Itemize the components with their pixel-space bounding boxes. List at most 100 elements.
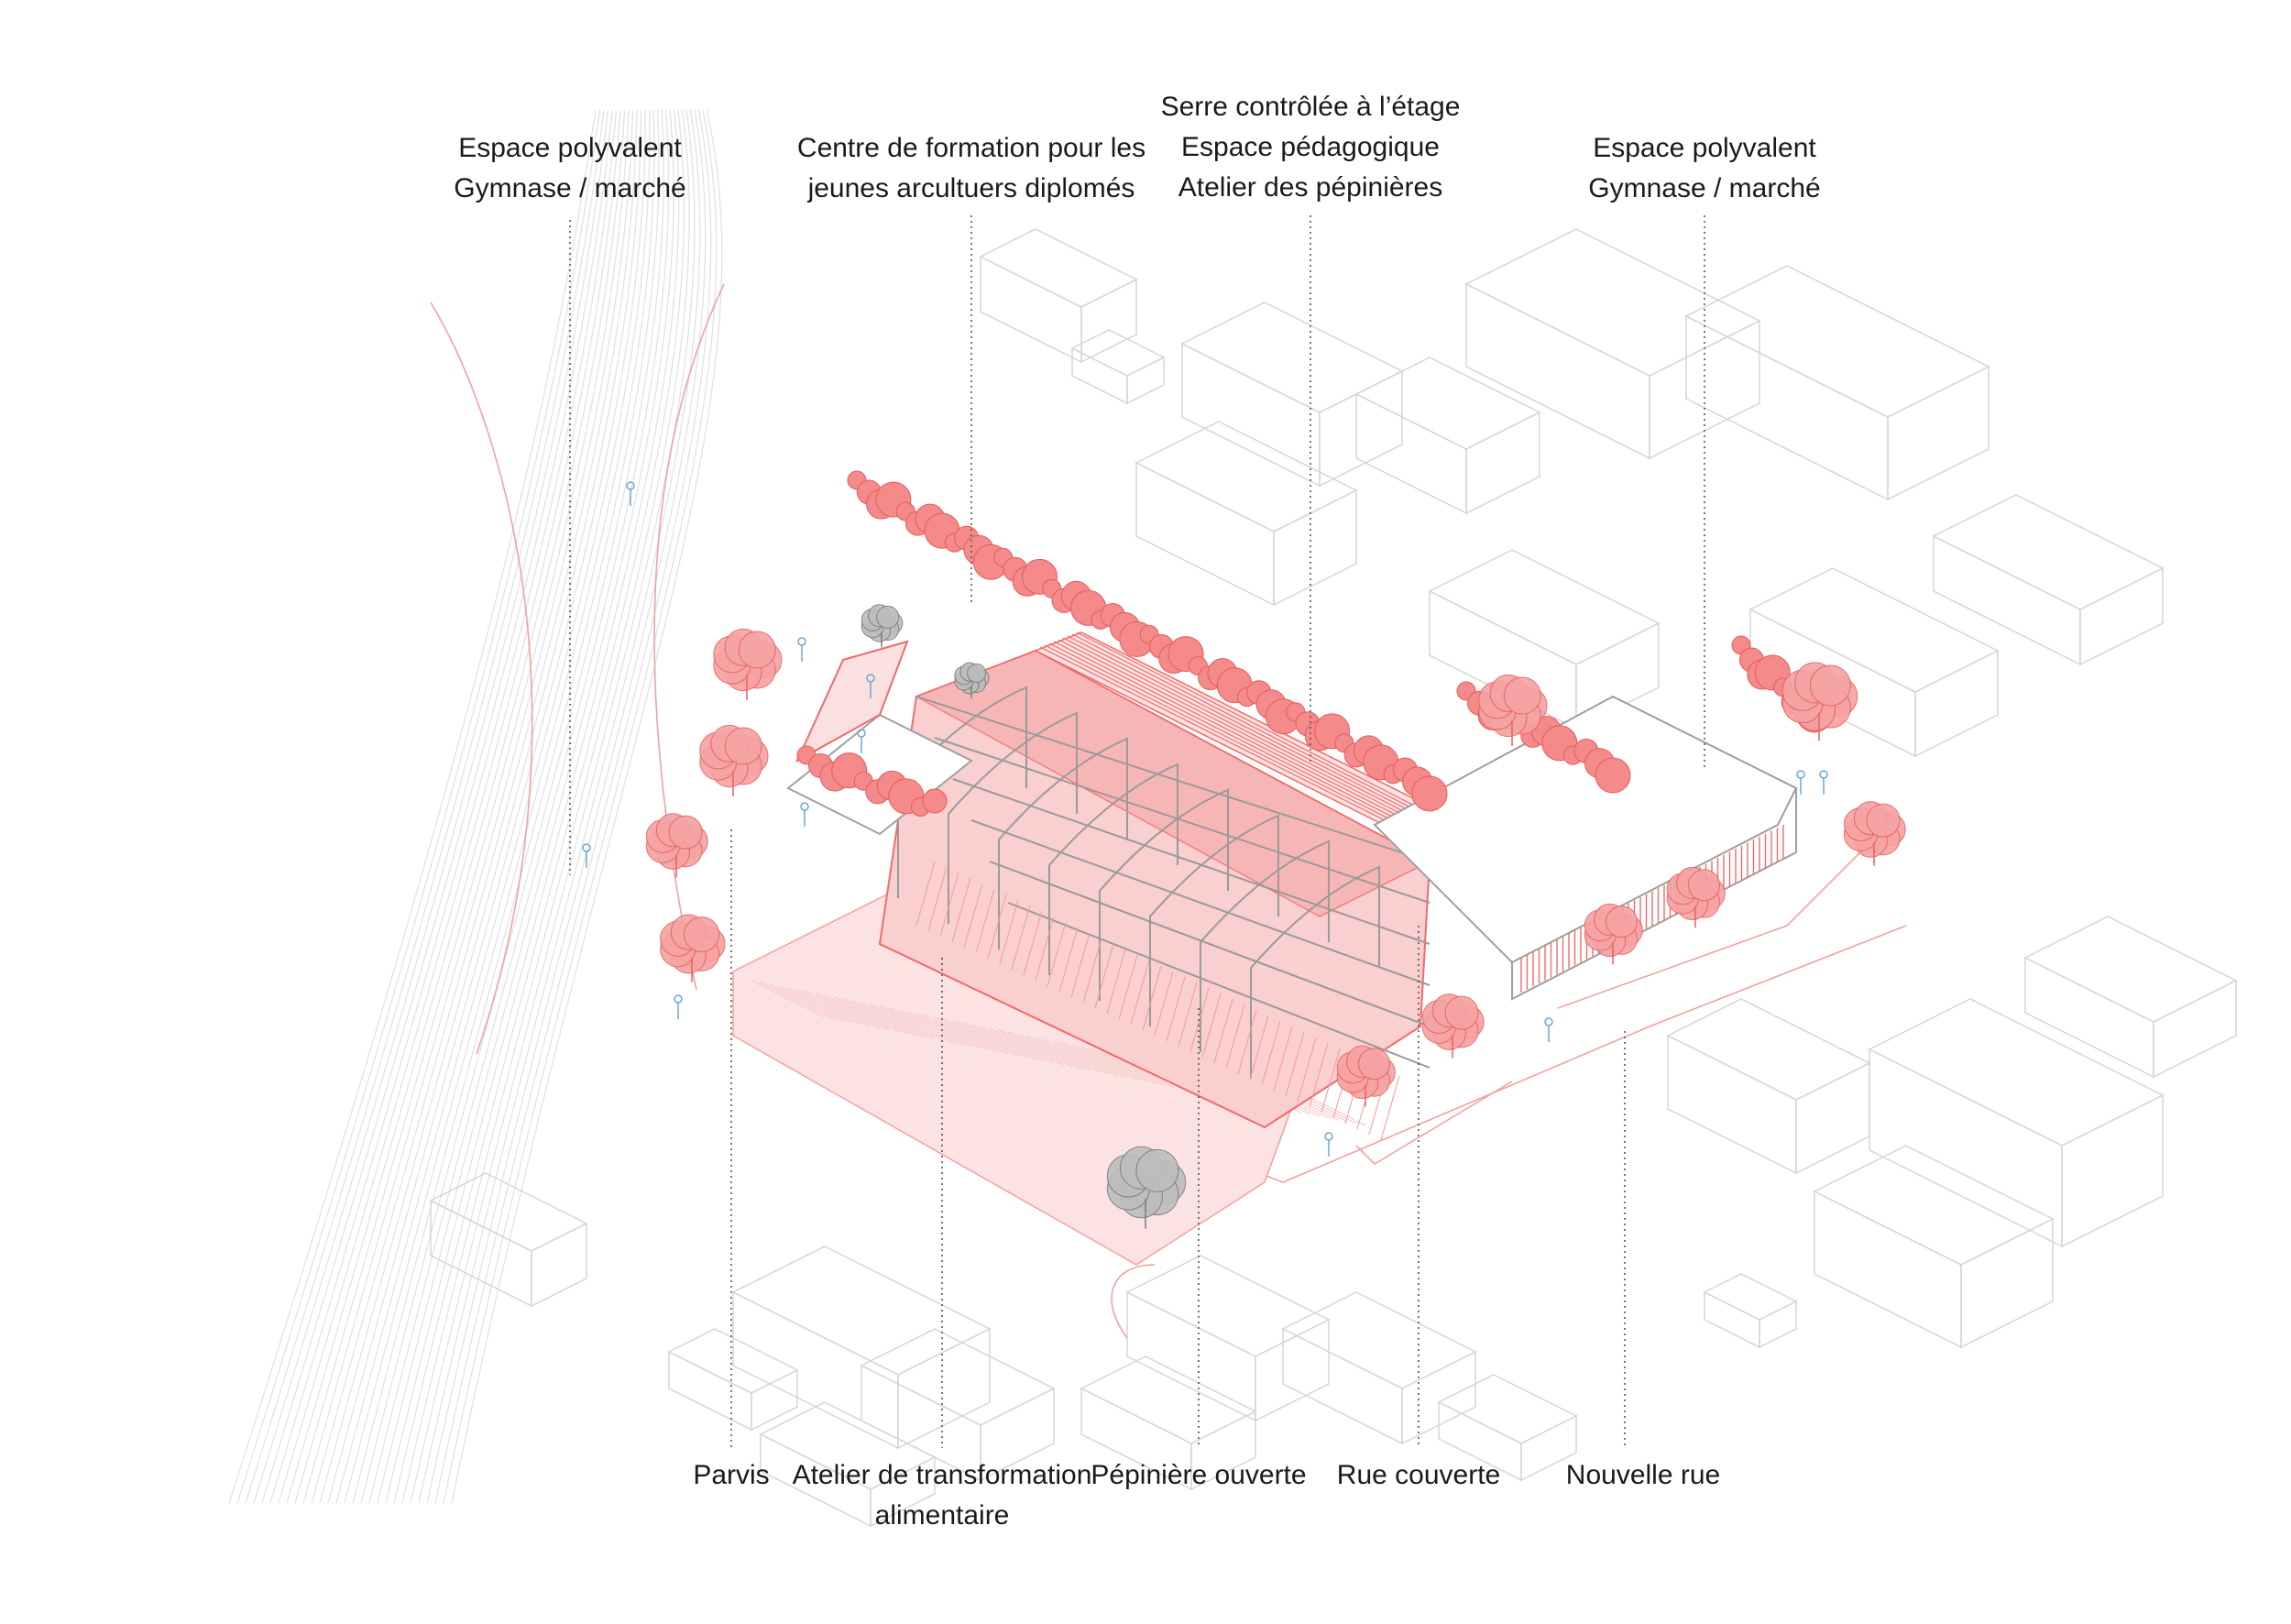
context-building-wall [1190, 1410, 1256, 1491]
hatch-line [897, 1009, 972, 1048]
tree [1478, 674, 1548, 746]
hedge-blob [1411, 775, 1448, 812]
hatch-line [1321, 1048, 1341, 1114]
hall-purlin [934, 737, 1431, 904]
hatch-line [1099, 1049, 1174, 1088]
context-building-wall [1667, 1034, 1797, 1175]
hatch-line [1062, 1042, 1137, 1081]
hatch-line [1142, 965, 1162, 1031]
context-building-wall [1465, 282, 1650, 460]
contour-line [319, 109, 642, 1504]
hatch-line [1058, 927, 1079, 993]
context-building-roof [860, 1328, 1056, 1426]
person-figure [866, 674, 875, 698]
context-building-roof [731, 1245, 992, 1376]
tree [1781, 662, 1858, 741]
tree [1421, 993, 1485, 1059]
context-building-roof [1703, 1273, 1798, 1321]
context-building-wall [980, 1387, 1055, 1482]
hatch-line [1309, 1042, 1329, 1108]
hall-frame [1149, 814, 1279, 1026]
label-espace-polyvalent-right: Espace polyvalent Gymnase / marché [1588, 133, 1821, 203]
hatch-line [980, 1026, 1055, 1064]
hatch-line [1094, 943, 1114, 1009]
contour-line [385, 109, 680, 1504]
hatch-line [963, 883, 983, 949]
contour-line [418, 109, 701, 1504]
context-building-wall [1960, 1217, 2054, 1349]
contour-line [360, 109, 664, 1504]
greenhouse-line [1048, 642, 1406, 824]
hatch-line [1130, 960, 1150, 1026]
tree [1843, 801, 1906, 866]
context-building-wall [1255, 1318, 1330, 1422]
hatch-line [787, 987, 862, 1026]
hatch-line [1025, 1035, 1101, 1073]
hatch-line [1261, 1020, 1281, 1086]
greenhouse-line [1076, 631, 1428, 813]
hatch-line [778, 985, 853, 1024]
contour-line [302, 109, 634, 1504]
context-building-roof [1281, 1291, 1477, 1389]
contour-line [401, 109, 690, 1504]
context-building-wall [2079, 566, 2164, 666]
contour-line [236, 109, 601, 1504]
hatch-line [760, 982, 835, 1020]
hatch-line [987, 894, 1007, 960]
greenhouse-line [1053, 641, 1409, 822]
hatch-line [870, 1004, 945, 1042]
hatch-line [1380, 1075, 1400, 1141]
person-figure [797, 637, 806, 662]
contour-line [434, 109, 712, 1504]
label-serre-controlee: Serre contrôlée à l’étage Espace pédagog… [1160, 92, 1461, 203]
context-building-roof [1180, 302, 1404, 413]
context-building-wall [2061, 1093, 2164, 1248]
hatch-line [1118, 954, 1138, 1020]
hall-frame [1048, 763, 1178, 975]
context-building-roof [1125, 1255, 1331, 1357]
context-building-wall [1319, 369, 1403, 488]
context-building-wall [1887, 365, 1990, 501]
greenhouse-line [1058, 639, 1413, 820]
hall-purlin [952, 778, 1431, 945]
context-building-wall [1465, 411, 1540, 515]
hatch-line [927, 866, 948, 932]
person-figure [674, 994, 683, 1019]
training-center [786, 640, 973, 836]
hatch-line [1225, 1004, 1245, 1070]
context-building-wall [2153, 979, 2237, 1079]
tree [860, 604, 904, 648]
context-building-wall [751, 1368, 798, 1432]
context-building-roof [1868, 998, 2165, 1147]
context-building-wall [732, 1290, 899, 1450]
hall-frame [1250, 865, 1380, 1078]
hatch-line [1080, 1046, 1156, 1084]
person-figure [1819, 770, 1828, 795]
hatch-line [961, 1022, 1036, 1060]
label-parvis: Parvis [693, 1460, 770, 1490]
person-figure [582, 843, 591, 868]
context-building-wall [980, 255, 1082, 364]
hatch-line [1090, 1048, 1165, 1086]
hatch-line [1213, 998, 1233, 1064]
hatch-line [1070, 932, 1091, 998]
hatch-line [1047, 921, 1067, 987]
hatch-line [1189, 987, 1210, 1053]
context-building-roof [1666, 998, 1871, 1101]
tree [660, 914, 726, 982]
label-atelier-transformation: Atelier de transformation alimentaire [792, 1460, 1092, 1531]
greenhouse-line [1044, 644, 1402, 826]
hatch-line [1035, 1037, 1110, 1075]
person-figure [800, 802, 809, 827]
hatch-line [1237, 1009, 1257, 1075]
context-building-wall [1933, 534, 2081, 666]
hatch-line [943, 1018, 1018, 1057]
context-building-roof [1135, 421, 1358, 532]
hatch-line [1082, 938, 1102, 1004]
person-figure [1324, 1132, 1333, 1157]
greenhouse-line [1067, 635, 1420, 817]
trees [645, 604, 1906, 1229]
context-building-wall [1273, 488, 1357, 607]
contour-line [253, 109, 609, 1504]
